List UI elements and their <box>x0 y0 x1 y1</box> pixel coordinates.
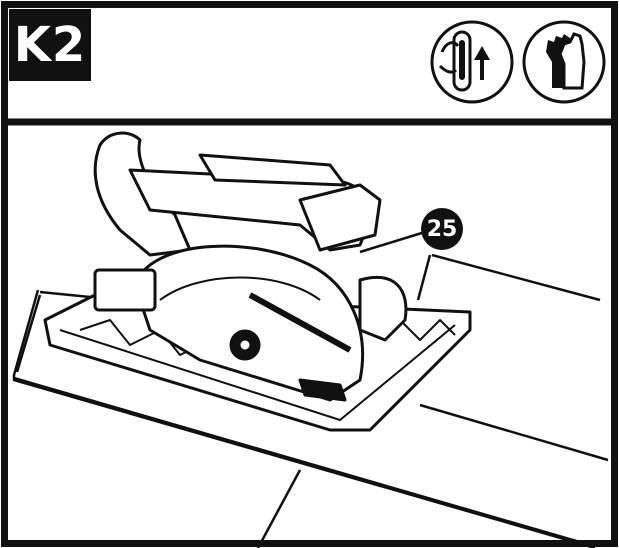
battery-removal-icon <box>438 30 490 92</box>
guide-rail-lines <box>12 253 609 548</box>
gloves-icon <box>546 32 586 90</box>
callout-25: 25 <box>421 208 463 250</box>
callout-leader <box>359 230 426 254</box>
circular-saw-drawing <box>43 131 472 432</box>
step-label: K2 <box>9 9 91 81</box>
